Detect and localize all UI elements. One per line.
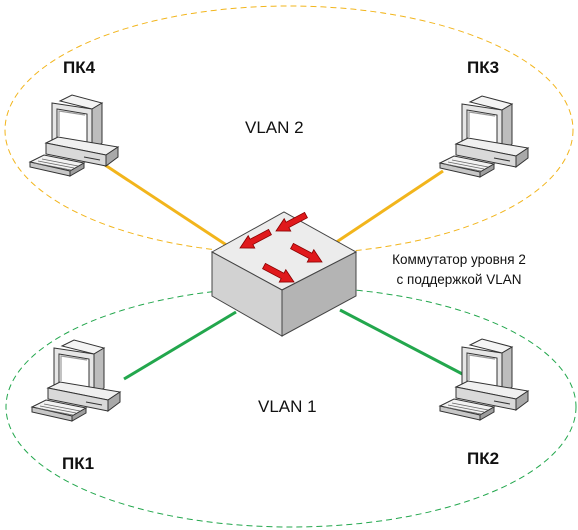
link-pc1-switch: [123, 310, 237, 381]
vlan2-label: VLAN 2: [245, 118, 304, 137]
pc1-label: ПК1: [62, 454, 95, 473]
pc4-desktop-icon: [29, 94, 119, 177]
link-pc4-switch: [104, 163, 235, 252]
pc2-desktop-icon: [439, 338, 529, 421]
link-pc2-switch: [339, 308, 471, 380]
pc2-label: ПК2: [467, 449, 500, 468]
switch-caption-line1: Коммутатор уровня 2: [392, 252, 526, 267]
link-pc3-switch: [331, 169, 444, 247]
pc1-desktop-icon: [31, 339, 121, 422]
vlan1-label: VLAN 1: [258, 397, 317, 416]
pc4-label: ПК4: [63, 58, 96, 77]
network-switch-icon: [210, 208, 358, 337]
pc3-desktop-icon: [439, 95, 529, 178]
switch-caption: Коммутатор уровня 2 с поддержкой VLAN: [370, 250, 548, 290]
pc3-label: ПК3: [467, 58, 500, 77]
switch-caption-line2: с поддержкой VLAN: [396, 272, 522, 287]
